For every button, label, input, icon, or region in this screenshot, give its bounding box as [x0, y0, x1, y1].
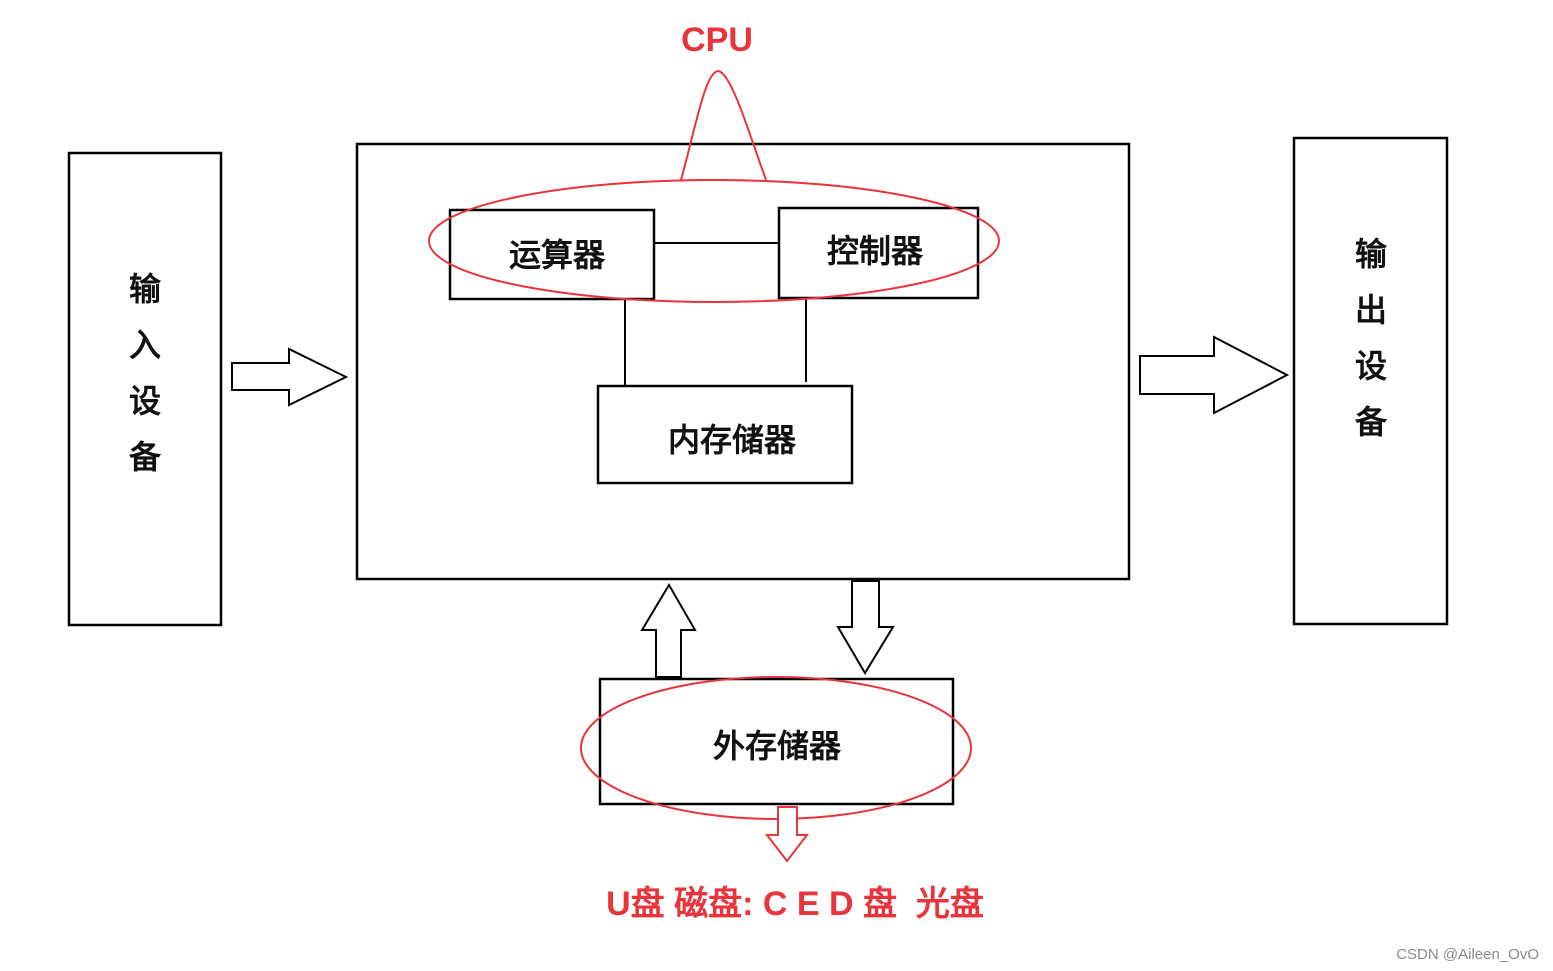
external-memory-box: [598, 677, 955, 806]
cpu-callout-pointer: [680, 69, 767, 181]
internal-memory-label: 内存储器: [668, 421, 797, 459]
storage-examples-arrow: [764, 806, 810, 863]
external-memory-highlight-ellipse: [580, 676, 972, 820]
output-device-char-4: 备: [1355, 403, 1388, 441]
input-device-char-3: 设: [129, 382, 161, 420]
input-device-char-1: 输: [129, 270, 162, 308]
output-device-char-3: 设: [1355, 347, 1387, 385]
alu-label: 运算器: [509, 236, 606, 274]
controller-box: [777, 206, 980, 300]
alu-box: [448, 208, 656, 301]
cpu-annotation: CPU: [681, 21, 753, 59]
input-device-box: [67, 151, 223, 627]
cpu-highlight-ellipse: [428, 179, 1000, 303]
internal-memory-box: [596, 384, 854, 485]
main-to-external-arrow: [836, 580, 895, 675]
output-device-box: [1292, 136, 1449, 626]
external-to-main-arrow: [640, 583, 697, 678]
input-to-main-arrow: [231, 347, 349, 407]
storage-examples-annotation: U盘 磁盘: C E D 盘 光盘: [606, 885, 984, 923]
input-device-char-4: 备: [129, 438, 162, 476]
controller-label: 控制器: [827, 232, 924, 270]
output-device-char-1: 输: [1355, 235, 1388, 273]
watermark: CSDN @Aileen_OvO: [1396, 946, 1539, 963]
main-to-output-arrow: [1139, 335, 1290, 415]
external-memory-label: 外存储器: [713, 727, 842, 765]
input-device-char-2: 入: [129, 326, 161, 364]
output-device-char-2: 出: [1355, 291, 1387, 329]
